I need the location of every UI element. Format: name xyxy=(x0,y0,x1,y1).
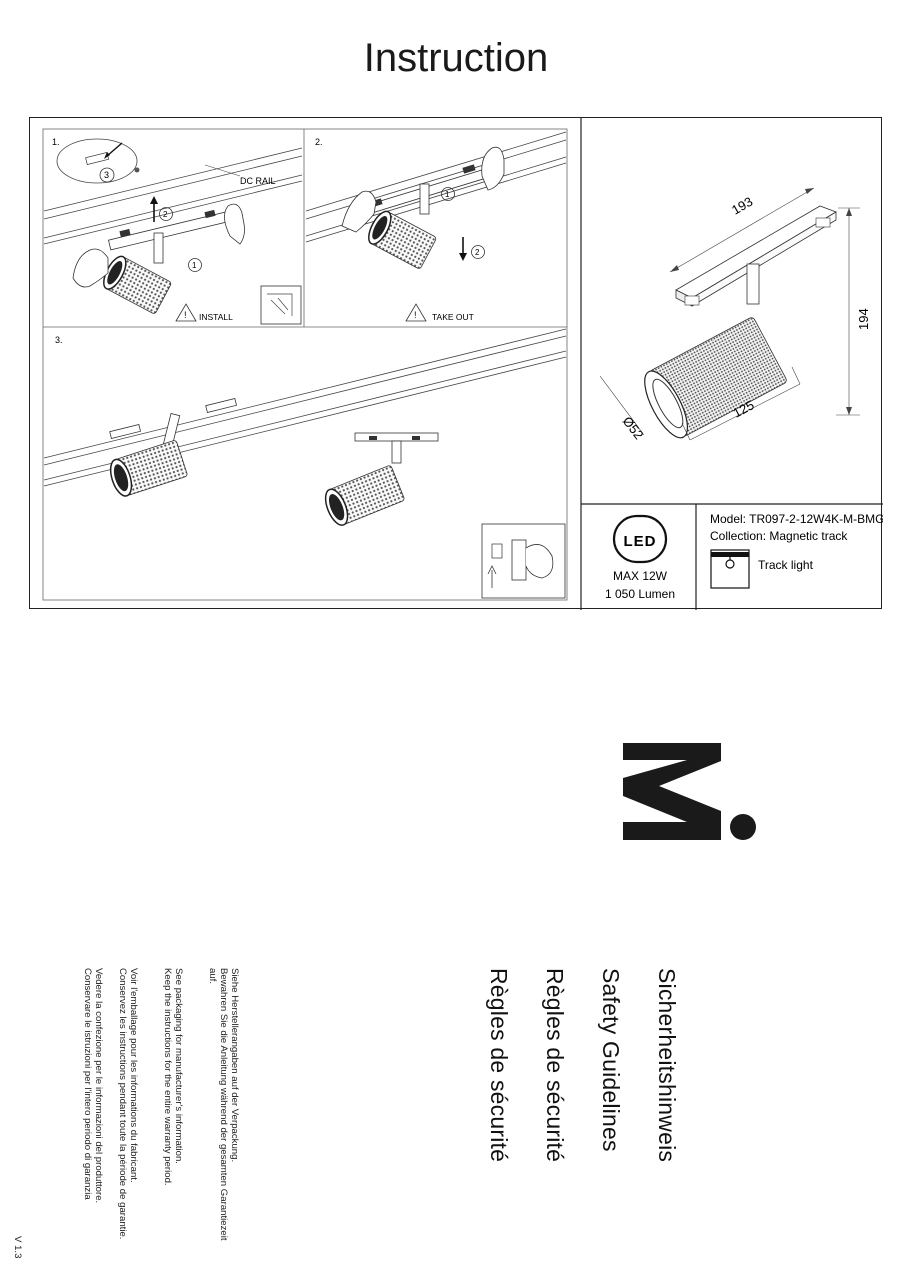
callout-1: 1 xyxy=(192,261,197,270)
version-label: V 1.3 xyxy=(12,1236,23,1259)
svg-text:1: 1 xyxy=(445,190,450,199)
step-3-number: 3. xyxy=(55,335,63,345)
safety-heading-de: Sicherheitshinweis xyxy=(654,968,680,1163)
step-2-label: TAKE OUT xyxy=(432,312,474,322)
safety-heading-fr-2: Règles de sécurité xyxy=(486,968,512,1163)
page-title: Instruction xyxy=(363,36,549,80)
dim-diameter: Ø52 xyxy=(620,414,647,443)
step-1-number: 1. xyxy=(52,137,60,147)
instruction-panel: 1. 3 DC RAIL 2 xyxy=(29,117,883,610)
safety-text-en: See packaging for manufacturer's informa… xyxy=(162,968,184,1186)
svg-text:!: ! xyxy=(184,310,187,320)
dimension-drawing: 193 194 125 Ø52 xyxy=(599,187,871,443)
callout-3: 3 xyxy=(104,170,109,180)
callout-2: 2 xyxy=(163,210,168,219)
brand-logo xyxy=(623,743,756,840)
lumen-rating: 1 050 Lumen xyxy=(605,587,675,601)
step-2-illustration: 2. 1 2 ! TAKE OUT xyxy=(305,131,567,322)
step-1-illustration: 1. 3 DC RAIL 2 xyxy=(43,137,303,325)
step-1-label: INSTALL xyxy=(199,312,233,322)
rail-label: DC RAIL xyxy=(240,176,276,186)
svg-text:2: 2 xyxy=(475,248,480,257)
model-text: Model: TR097-2-12W4K-M-BMG xyxy=(710,512,883,526)
instruction-diagram: 1. 3 DC RAIL 2 xyxy=(42,118,883,610)
safety-heading-fr: Règles de sécurité xyxy=(542,968,568,1163)
safety-text-fr: Voir l'emballage pour les informations d… xyxy=(117,968,139,1240)
steps-area xyxy=(42,128,568,601)
led-badge xyxy=(612,514,668,564)
svg-text:!: ! xyxy=(414,310,417,320)
spec-panel: LED MAX 12W 1 050 Lumen Model: TR097-2-1… xyxy=(605,512,883,601)
power-rating: MAX 12W xyxy=(613,569,668,583)
dim-height: 194 xyxy=(856,308,871,330)
dim-length: 193 xyxy=(729,194,755,218)
safety-text-de: Siehe Herstellerangaben auf der Verpacku… xyxy=(207,968,240,1241)
safety-text-it: Vedere la confezione per le informazioni… xyxy=(82,968,104,1204)
safety-heading-en: Safety Guidelines xyxy=(598,968,624,1152)
type-text: Track light xyxy=(758,558,814,572)
led-badge-text: LED xyxy=(624,533,657,550)
collection-text: Collection: Magnetic track xyxy=(710,529,848,543)
step-2-number: 2. xyxy=(315,137,323,147)
step-3-illustration: 3. xyxy=(43,328,567,599)
